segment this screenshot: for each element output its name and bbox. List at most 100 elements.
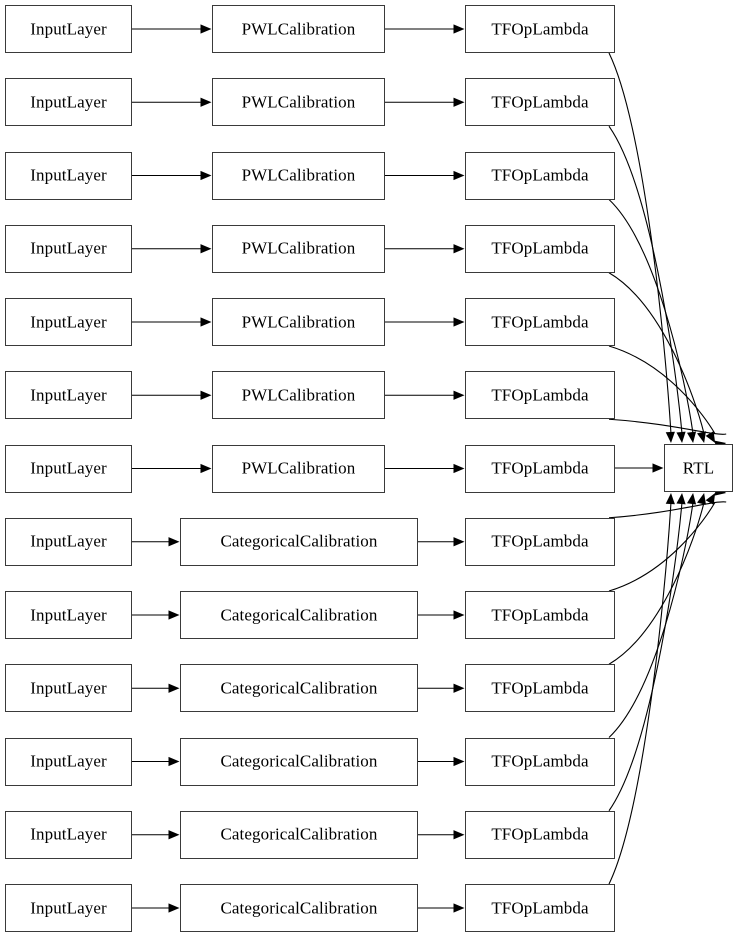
node-input-layer-7[interactable]: InputLayer xyxy=(5,444,132,493)
node-categorical-calibration-9[interactable]: CategoricalCalibration xyxy=(180,591,418,639)
node-tfoplambda-10[interactable]: TFOpLambda xyxy=(465,664,615,713)
arrowhead-input-to-calibration-8 xyxy=(168,537,180,547)
node-rtl-output-label: RTL xyxy=(682,458,715,477)
node-tfoplambda-3[interactable]: TFOpLambda xyxy=(465,151,615,200)
node-tfoplambda-2[interactable]: TFOpLambda xyxy=(465,78,615,127)
node-tfoplambda-9[interactable]: TFOpLambda xyxy=(465,591,615,639)
node-categorical-calibration-12[interactable]: CategoricalCalibration xyxy=(180,810,418,859)
arrowhead-calibration-to-lambda-8 xyxy=(453,537,465,547)
node-pwl-calibration-4[interactable]: PWLCalibration xyxy=(212,224,385,273)
node-input-layer-4-label: InputLayer xyxy=(30,238,107,258)
arrowhead-input-to-calibration-7 xyxy=(200,463,212,474)
node-input-layer-8[interactable]: InputLayer xyxy=(5,517,132,566)
node-tfoplambda-8-label: TFOpLambda xyxy=(491,531,589,551)
node-tfoplambda-11[interactable]: TFOpLambda xyxy=(465,737,615,786)
arrowhead-input-to-calibration-5 xyxy=(200,317,212,327)
node-tfoplambda-5[interactable]: TFOpLambda xyxy=(465,298,615,346)
node-input-layer-9[interactable]: InputLayer xyxy=(5,591,132,639)
arrowhead-lambda-to-rtl-2 xyxy=(676,431,686,443)
node-input-layer-4[interactable]: InputLayer xyxy=(5,224,132,273)
node-tfoplambda-2-label: TFOpLambda xyxy=(491,92,589,112)
edge-lambda-to-rtl-11 xyxy=(608,501,694,738)
node-input-layer-1[interactable]: InputLayer xyxy=(5,5,132,53)
arrowhead-input-to-calibration-3 xyxy=(200,170,212,181)
node-tfoplambda-1-label: TFOpLambda xyxy=(491,19,589,38)
node-pwl-calibration-2[interactable]: PWLCalibration xyxy=(212,78,385,127)
node-input-layer-2[interactable]: InputLayer xyxy=(5,78,132,127)
node-tfoplambda-12[interactable]: TFOpLambda xyxy=(465,810,615,859)
node-categorical-calibration-8[interactable]: CategoricalCalibration xyxy=(180,517,418,566)
edge-lambda-to-rtl-6 xyxy=(608,418,727,435)
arrowhead-lambda-to-rtl-4 xyxy=(697,431,706,443)
edge-lambda-to-rtl-1 xyxy=(608,52,672,435)
node-tfoplambda-4[interactable]: TFOpLambda xyxy=(465,224,615,273)
node-categorical-calibration-8-label: CategoricalCalibration xyxy=(220,531,378,551)
node-tfoplambda-11-label: TFOpLambda xyxy=(491,751,589,771)
arrowhead-calibration-to-lambda-13 xyxy=(453,903,465,913)
node-pwl-calibration-3[interactable]: PWLCalibration xyxy=(212,151,385,200)
node-input-layer-11[interactable]: InputLayer xyxy=(5,737,132,786)
node-tfoplambda-4-label: TFOpLambda xyxy=(491,238,589,258)
arrowhead-calibration-to-lambda-11 xyxy=(453,756,465,767)
arrowhead-calibration-to-lambda-9 xyxy=(453,610,465,620)
arrowhead-input-to-calibration-11 xyxy=(168,756,180,767)
edge-lambda-to-rtl-8 xyxy=(608,501,727,519)
node-input-layer-12[interactable]: InputLayer xyxy=(5,810,132,859)
node-categorical-calibration-11[interactable]: CategoricalCalibration xyxy=(180,737,418,786)
node-tfoplambda-13[interactable]: TFOpLambda xyxy=(465,884,615,932)
arrowhead-lambda-to-rtl-5 xyxy=(705,431,716,443)
node-pwl-calibration-5[interactable]: PWLCalibration xyxy=(212,298,385,346)
arrowhead-input-to-calibration-10 xyxy=(168,683,180,693)
node-tfoplambda-6[interactable]: TFOpLambda xyxy=(465,371,615,420)
node-tfoplambda-7[interactable]: TFOpLambda xyxy=(465,444,615,493)
arrowhead-calibration-to-lambda-6 xyxy=(453,390,465,400)
arrowhead-lambda-to-rtl-1 xyxy=(665,431,675,443)
node-pwl-calibration-5-label: PWLCalibration xyxy=(241,312,356,331)
arrowhead-input-to-calibration-13 xyxy=(168,903,180,913)
edge-lambda-to-rtl-9 xyxy=(608,501,716,592)
edge-lambda-to-rtl-10 xyxy=(608,501,705,665)
node-tfoplambda-10-label: TFOpLambda xyxy=(491,678,589,698)
node-input-layer-6-label: InputLayer xyxy=(30,385,107,405)
node-pwl-calibration-1-label: PWLCalibration xyxy=(241,19,356,38)
node-rtl-output[interactable]: RTL xyxy=(664,444,733,492)
node-input-layer-13-label: InputLayer xyxy=(30,898,107,917)
edge-lambda-to-rtl-3 xyxy=(608,199,694,435)
arrowhead-lambda-to-rtl-12 xyxy=(676,493,686,505)
edge-lambda-to-rtl-12 xyxy=(608,501,683,812)
arrowhead-input-to-calibration-12 xyxy=(168,830,180,840)
arrowhead-input-to-calibration-4 xyxy=(200,244,212,254)
node-tfoplambda-8[interactable]: TFOpLambda xyxy=(465,517,615,566)
arrowhead-lambda-to-rtl-13 xyxy=(665,493,675,505)
arrowhead-input-to-calibration-2 xyxy=(200,97,212,107)
arrowhead-calibration-to-lambda-1 xyxy=(453,24,465,34)
node-input-layer-3[interactable]: InputLayer xyxy=(5,151,132,200)
node-input-layer-5[interactable]: InputLayer xyxy=(5,298,132,346)
node-tfoplambda-7-label: TFOpLambda xyxy=(491,458,589,478)
node-input-layer-11-label: InputLayer xyxy=(30,751,107,771)
node-input-layer-13[interactable]: InputLayer xyxy=(5,884,132,932)
node-categorical-calibration-12-label: CategoricalCalibration xyxy=(220,824,378,844)
node-tfoplambda-1[interactable]: TFOpLambda xyxy=(465,5,615,53)
node-pwl-calibration-7[interactable]: PWLCalibration xyxy=(212,444,385,493)
node-pwl-calibration-6[interactable]: PWLCalibration xyxy=(212,371,385,420)
node-pwl-calibration-1[interactable]: PWLCalibration xyxy=(212,5,385,53)
node-categorical-calibration-10-label: CategoricalCalibration xyxy=(220,678,378,698)
node-input-layer-6[interactable]: InputLayer xyxy=(5,371,132,420)
node-input-layer-3-label: InputLayer xyxy=(30,165,107,185)
arrowhead-calibration-to-lambda-4 xyxy=(453,244,465,254)
node-categorical-calibration-9-label: CategoricalCalibration xyxy=(220,605,378,624)
node-pwl-calibration-3-label: PWLCalibration xyxy=(241,165,356,185)
node-categorical-calibration-13[interactable]: CategoricalCalibration xyxy=(180,884,418,932)
node-tfoplambda-12-label: TFOpLambda xyxy=(491,824,589,844)
node-categorical-calibration-13-label: CategoricalCalibration xyxy=(220,898,378,917)
node-tfoplambda-6-label: TFOpLambda xyxy=(491,385,589,405)
edge-lambda-to-rtl-2 xyxy=(608,125,683,435)
edge-lambda-to-rtl-5 xyxy=(608,345,716,435)
node-input-layer-1-label: InputLayer xyxy=(30,19,107,38)
arrowhead-input-to-calibration-9 xyxy=(168,610,180,620)
node-input-layer-10[interactable]: InputLayer xyxy=(5,664,132,713)
arrowhead-lambda-to-rtl-7 xyxy=(652,463,664,473)
node-categorical-calibration-10[interactable]: CategoricalCalibration xyxy=(180,664,418,713)
